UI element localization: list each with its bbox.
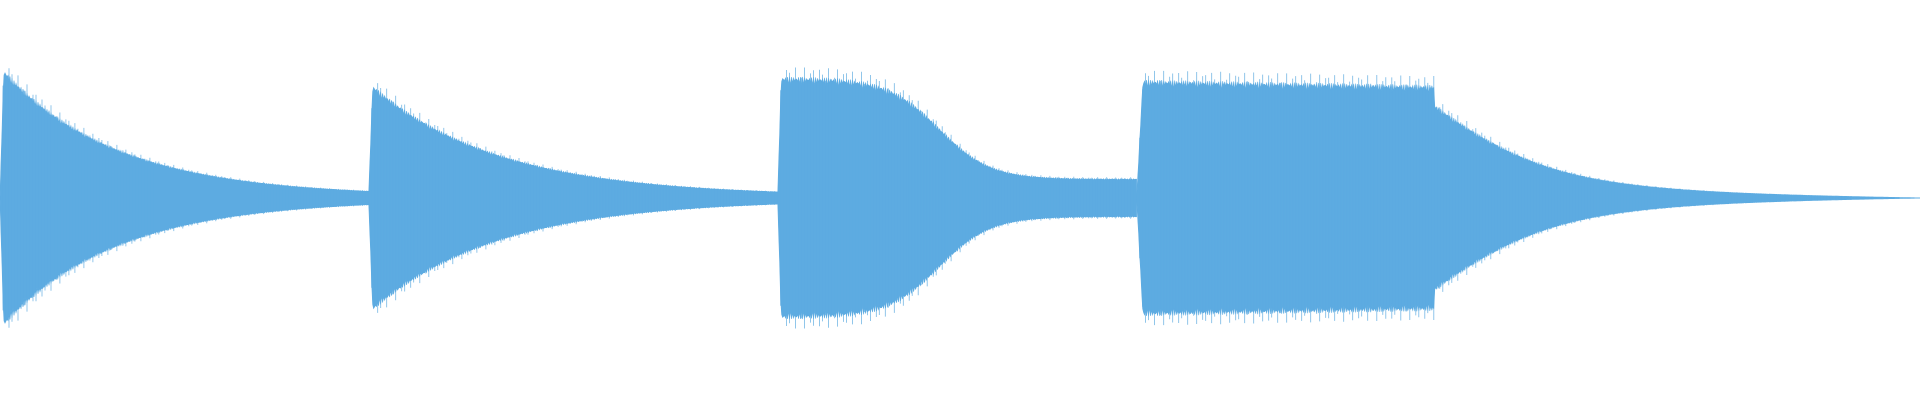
waveform-segment-note-1 [0, 72, 369, 324]
waveform-oscillation-note-3 [780, 67, 1134, 329]
waveform-oscillation-note-1 [0, 68, 367, 328]
waveform-segment-note-4 [1136, 79, 1920, 317]
waveform-oscillation-note-4 [1139, 70, 1918, 326]
waveform-segments [0, 67, 1920, 329]
waveform-oscillation-note-2 [368, 83, 775, 313]
